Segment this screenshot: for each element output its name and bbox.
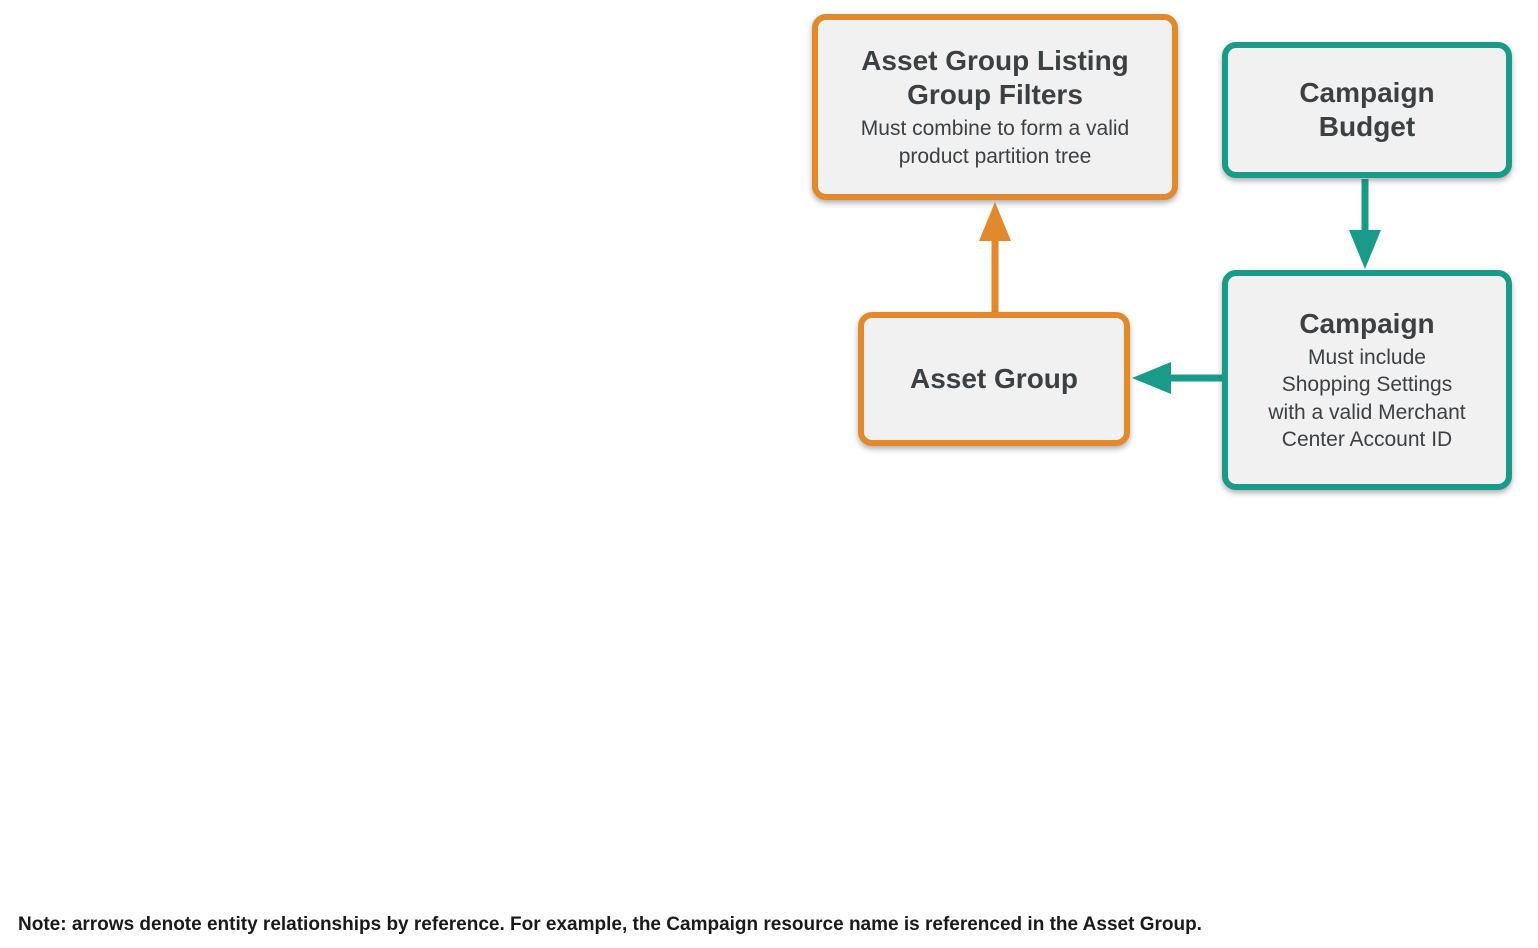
node-title: Campaign Budget bbox=[1299, 76, 1435, 142]
diagram-note: Note: arrows denote entity relationships… bbox=[18, 914, 1202, 935]
node-asset-group: Asset Group bbox=[858, 312, 1130, 446]
arrow-campaign-budget-to-campaign bbox=[1349, 179, 1381, 269]
node-subtitle: Must combine to form a valid product par… bbox=[860, 117, 1130, 168]
node-title: Asset Group bbox=[909, 362, 1079, 394]
node-campaign-budget: Campaign Budget bbox=[1222, 42, 1512, 178]
arrow-campaign-to-asset-group bbox=[1132, 362, 1222, 394]
arrow-asset-group-to-listing-group-filters bbox=[979, 202, 1011, 313]
node-title: Campaign bbox=[1299, 307, 1435, 339]
node-subtitle: Must include Shopping Settings with a va… bbox=[1268, 345, 1466, 451]
node-asset-group-listing-group-filters: Asset Group Listing Group Filters Must c… bbox=[812, 14, 1178, 200]
node-campaign: Campaign Must include Shopping Settings … bbox=[1222, 270, 1512, 490]
node-title: Asset Group Listing Group Filters bbox=[861, 45, 1129, 111]
